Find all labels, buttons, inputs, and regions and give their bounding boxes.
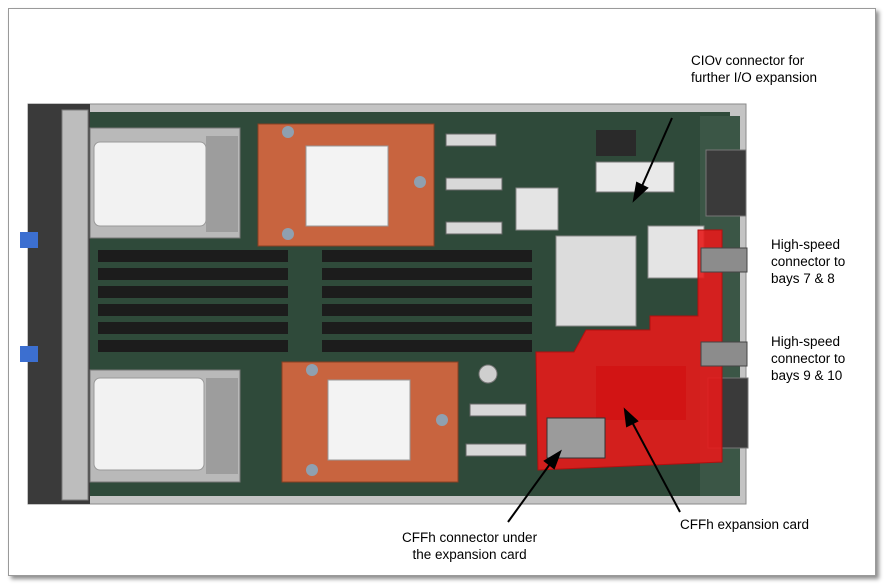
arrow-ciov-head [632, 181, 649, 203]
callout-ciov-connector: CIOv connector for further I/O expansion [691, 53, 818, 85]
high-speed-connector-bays-7-8 [700, 247, 748, 273]
callout-cffh-expansion-card: CFFh expansion card [680, 517, 810, 532]
hard-drive-top-tray [206, 136, 238, 232]
dimm-1 [98, 250, 288, 262]
board-connector-a [445, 133, 497, 147]
silver-heatsink-chipset [555, 235, 637, 327]
dimm-8 [322, 268, 532, 280]
silver-heatsink-small [515, 187, 559, 231]
dimm-2 [98, 268, 288, 280]
ciov-connector [595, 161, 675, 193]
heatsink-cpu2-screw-a [306, 364, 318, 376]
capacitor [478, 364, 498, 384]
hard-drive-bottom-tray [206, 378, 238, 474]
high-speed-connector-bays-9-10 [700, 341, 748, 367]
callout-arrows [507, 117, 681, 523]
cffh-connector [546, 417, 606, 459]
board-chip [596, 130, 636, 156]
heatsink-cpu2-screw-c [306, 464, 318, 476]
dimm-10 [322, 304, 532, 316]
dimm-3 [98, 286, 288, 298]
board-connector-c [445, 221, 503, 235]
callout-cffh-connector: CFFh connector under the expansion card [402, 530, 538, 562]
heatsink-cpu1-screw-c [282, 228, 294, 240]
heatsink-cpu1-label [305, 145, 389, 227]
heatsink-cpu1-screw-b [414, 176, 426, 188]
arrow-ciov [641, 117, 673, 187]
heatsink-cpu2-label [327, 379, 411, 461]
dimm-4 [98, 304, 288, 316]
arrow-cffh-card [631, 421, 681, 513]
heatsink-cpu2-screw-b [436, 414, 448, 426]
cffh-card-chip [596, 366, 686, 420]
callout-high-speed-bays-7-8: High-speed connector to bays 7 & 8 [771, 237, 846, 286]
arrow-cffh-connector-head [543, 449, 562, 470]
board-connector-d [469, 403, 527, 417]
silver-heatsink-right [647, 225, 705, 279]
dimm-6 [98, 340, 288, 352]
rear-connector-top [705, 149, 747, 217]
dimm-5 [98, 322, 288, 334]
dimm-12 [322, 340, 532, 352]
hard-drive-top-label [93, 141, 207, 227]
front-bezel-rail [61, 109, 89, 501]
board-connector-e [465, 443, 527, 457]
front-latch-top [20, 232, 38, 248]
board-connector-b [445, 177, 503, 191]
heatsink-cpu1-screw-a [282, 126, 294, 138]
dimm-7 [322, 250, 532, 262]
front-latch-bottom [20, 346, 38, 362]
arrow-cffh-card-head [623, 407, 639, 428]
callout-high-speed-bays-9-10: High-speed connector to bays 9 & 10 [771, 334, 846, 383]
dimm-11 [322, 322, 532, 334]
hard-drive-bottom-label [93, 377, 205, 471]
arrow-cffh-connector [507, 463, 551, 523]
dimm-9 [322, 286, 532, 298]
